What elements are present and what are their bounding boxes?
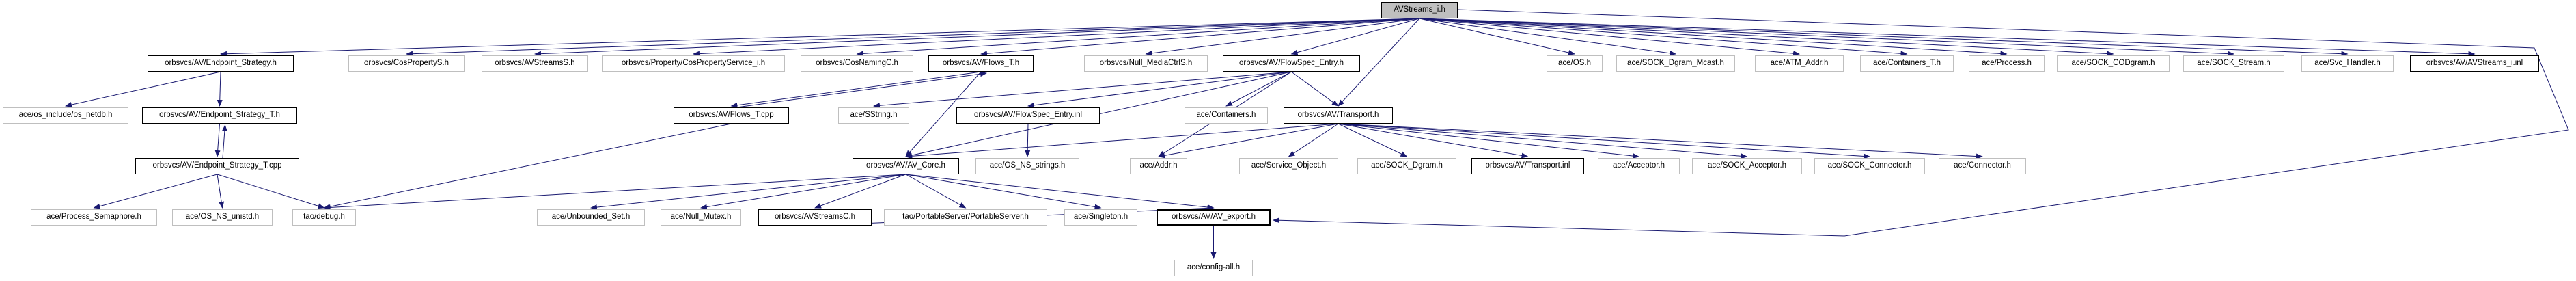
graph-node-cospropertys-h: orbsvcs/CosPropertyS.h (348, 55, 465, 72)
graph-node-endpoint-strategy-t-h[interactable]: orbsvcs/AV/Endpoint_Strategy_T.h (142, 107, 297, 124)
graph-node-sock-codgram-h: ace/SOCK_CODgram.h (2057, 55, 2170, 72)
graph-node-transport-h[interactable]: orbsvcs/AV/Transport.h (1284, 107, 1393, 124)
graph-node-flows-t-cpp[interactable]: orbsvcs/AV/Flows_T.cpp (674, 107, 789, 124)
graph-edge-flowspec-entry-h--flowspec-entry-inl (1027, 71, 1292, 108)
graph-edge-transport-h--sock-dgram-h (1338, 123, 1408, 157)
graph-edge-avstreams-i-h--process-h (1419, 18, 2008, 57)
graph-node-transport-inl[interactable]: orbsvcs/AV/Transport.inl (1471, 158, 1584, 174)
graph-edge-av-core-h--unbounded-set-h (590, 174, 906, 211)
graph-edge-endpoint-strategy-t-cpp--os-ns-unistd-h (217, 174, 225, 209)
graph-node-null-mediactrls-h: orbsvcs/Null_MediaCtrlS.h (1084, 55, 1208, 72)
graph-edge-avstreams-i-h--containers-t-h (1419, 18, 1908, 57)
graph-node-unbounded-set-h: ace/Unbounded_Set.h (537, 209, 645, 226)
graph-node-config-all-h: ace/config-all.h (1174, 260, 1253, 276)
graph-edge-endpoint-strategy-t-h--endpoint-strategy-t-cpp (214, 123, 221, 157)
graph-node-containers-h: ace/Containers.h (1185, 107, 1268, 124)
graph-node-endpoint-strategy-h[interactable]: orbsvcs/AV/Endpoint_Strategy.h (148, 55, 294, 72)
graph-edge-avstreams-i-h--avstreamss-h (534, 18, 1420, 57)
graph-node-tao-debug-h: tao/debug.h (292, 209, 356, 226)
graph-edge-avstreams-i-h--cosnamingc-h (856, 18, 1420, 57)
graph-node-flows-t-h[interactable]: orbsvcs/AV/Flows_T.h (928, 55, 1034, 72)
graph-node-endpoint-strategy-t-cpp[interactable]: orbsvcs/AV/Endpoint_Strategy_T.cpp (135, 158, 299, 174)
graph-node-sock-stream-h: ace/SOCK_Stream.h (2183, 55, 2284, 72)
graph-edge-flows-t-cpp--tao-debug-h (323, 123, 732, 210)
graph-edge-transport-h--sock-acceptor-h (1338, 123, 1748, 159)
graph-edge-avstreams-i-h--ace-os-h (1419, 18, 1575, 55)
graph-node-portableserver-h: tao/PortableServer/PortableServer.h (884, 209, 1047, 226)
graph-node-process-semaphore-h: ace/Process_Semaphore.h (31, 209, 157, 226)
graph-edge-transport-h--connector-h (1338, 123, 1983, 159)
graph-node-avstreamss-h: orbsvcs/AVStreamsS.h (482, 55, 588, 72)
graph-node-singleton-h: ace/Singleton.h (1064, 209, 1137, 226)
graph-node-connector-h: ace/Connector.h (1939, 158, 2026, 174)
graph-edge-endpoint-strategy-h--endpoint-strategy-t-h (217, 71, 223, 107)
graph-node-av-core-h[interactable]: orbsvcs/AV/AV_Core.h (853, 158, 959, 174)
graph-node-svc-handler-h: ace/Svc_Handler.h (2301, 55, 2394, 72)
graph-edge-avstreams-i-h--atm-addr-h (1419, 18, 1800, 57)
graph-node-os-ns-unistd-h: ace/OS_NS_unistd.h (172, 209, 273, 226)
graph-node-sock-dgram-h: ace/SOCK_Dgram.h (1357, 158, 1456, 174)
graph-edge-avstreams-i-h--avstreams-i-inl (1419, 18, 2476, 57)
graph-edge-endpoint-strategy-h--os-netdb-h (65, 71, 221, 107)
graph-edge-endpoint-strategy-t-cpp--tao-debug-h (217, 174, 325, 209)
graph-edge-transport-h--service-object-h (1288, 123, 1339, 157)
graph-edge-avstreams-i-h--null-mediactrls-h (1145, 18, 1420, 56)
graph-edge-av-core-h--av-export-h (905, 174, 1215, 211)
graph-node-service-object-h: ace/Service_Object.h (1239, 158, 1338, 174)
graph-node-acceptor-h: ace/Acceptor.h (1598, 158, 1680, 174)
graph-node-cosnamingc-h: orbsvcs/CosNamingC.h (801, 55, 913, 72)
graph-edge-transport-h--addr-h (1158, 123, 1339, 159)
graph-edge-flows-t-cpp--flows-t-h (736, 71, 987, 108)
graph-node-os-ns-strings-h: ace/OS_NS_strings.h (975, 158, 1079, 174)
graph-edge-transport-h--transport-inl (1338, 123, 1529, 159)
graph-edge-av-core-h--avstreamsc-h (814, 174, 906, 209)
graph-edge-flowspec-entry-h--transport-h (1291, 71, 1339, 107)
graph-edge-avstreams-i-h--svc-handler-h (1419, 18, 2349, 57)
graph-node-addr-h: ace/Addr.h (1130, 158, 1187, 174)
graph-edge-flows-t-h--flows-t-cpp (730, 71, 982, 108)
graph-node-os-netdb-h: ace/os_include/os_netdb.h (3, 107, 128, 124)
graph-edge-avstreams-i-h--sock-dgram-mcast-h (1419, 18, 1676, 56)
graph-edge-av-core-h--portableserver-h (905, 174, 967, 209)
graph-edge-av-core-h--singleton-h (905, 174, 1102, 210)
graph-node-sock-acceptor-h: ace/SOCK_Acceptor.h (1692, 158, 1802, 174)
graph-edge-endpoint-strategy-t-cpp--process-semaphore-h (93, 174, 218, 209)
graph-edge-endpoint-strategy-t-cpp--endpoint-strategy-t-h (221, 124, 227, 159)
graph-node-process-h: ace/Process.h (1969, 55, 2045, 72)
graph-node-sock-connector-h: ace/SOCK_Connector.h (1814, 158, 1925, 174)
graph-node-sstring-h: ace/SString.h (838, 107, 909, 124)
graph-node-atm-addr-h: ace/ATM_Addr.h (1755, 55, 1844, 72)
graph-edge-transport-h--sock-connector-h (1338, 123, 1870, 159)
graph-edge-avstreams-i-h--flowspec-entry-h (1290, 18, 1420, 55)
graph-edge-avstreams-i-h--flows-t-h (980, 18, 1420, 57)
graph-edge-avstreams-i-h--cospropertyservice-i-h (693, 18, 1420, 57)
graph-node-cospropertyservice-i-h: orbsvcs/Property/CosPropertyService_i.h (602, 55, 785, 72)
graph-node-avstreams-i-h: AVStreams_i.h (1381, 2, 1458, 18)
graph-node-null-mutex-h: ace/Null_Mutex.h (661, 209, 741, 226)
graph-edge-avstreams-i-h--cospropertys-h (406, 18, 1420, 57)
graph-node-containers-t-h: ace/Containers_T.h (1860, 55, 1954, 72)
edges-group (65, 9, 2569, 259)
graph-node-flowspec-entry-inl[interactable]: orbsvcs/AV/FlowSpec_Entry.inl (956, 107, 1100, 124)
graph-edge-avstreams-i-h--sock-codgram-h (1419, 18, 2114, 57)
graph-edge-flowspec-entry-inl--os-ns-strings-h (1025, 123, 1031, 157)
graph-node-flowspec-entry-h[interactable]: orbsvcs/AV/FlowSpec_Entry.h (1223, 55, 1360, 72)
graph-edge-avstreams-i-h--endpoint-strategy-h (220, 18, 1420, 57)
graph-edge-avstreams-i-h--sock-stream-h (1419, 18, 2234, 57)
graph-edge-transport-h--av-core-h (905, 123, 1339, 159)
graph-node-av-export-h[interactable]: orbsvcs/AV/AV_export.h (1157, 209, 1271, 226)
graph-edge-flowspec-entry-h--containers-h (1225, 71, 1292, 107)
graph-edge-av-core-h--tao-debug-h (323, 174, 906, 211)
graph-node-avstreams-i-inl[interactable]: orbsvcs/AV/AVStreams_i.inl (2410, 55, 2539, 72)
graph-edge-av-core-h--null-mutex-h (700, 174, 906, 210)
graph-node-sock-dgram-mcast-h: ace/SOCK_Dgram_Mcast.h (1616, 55, 1735, 72)
graph-node-avstreamsc-h[interactable]: orbsvcs/AVStreamsC.h (758, 209, 872, 226)
graph-edge-avstreams-i-h--av-export-h (1273, 9, 2569, 237)
graph-node-ace-os-h: ace/OS.h (1547, 55, 1603, 72)
graph-edge-transport-h--acceptor-h (1338, 123, 1639, 159)
graph-edge-flowspec-entry-h--sstring-h (873, 71, 1292, 109)
